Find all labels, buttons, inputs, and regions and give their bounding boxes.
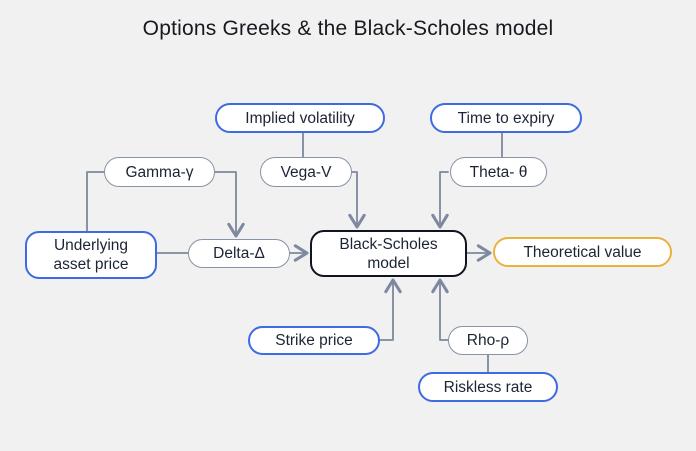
edge-gamma-delta	[214, 171, 245, 238]
node-theoretical-value-label: Theoretical value	[523, 243, 642, 261]
node-underlying-asset-price-label: Underlying asset price	[53, 237, 129, 273]
node-underlying-asset-price: Underlying asset price	[25, 231, 157, 279]
node-riskless-rate-label: Riskless rate	[443, 378, 533, 396]
node-delta-label: Delta-Δ	[213, 245, 265, 262]
edge-strike-price-black-scholes	[376, 278, 402, 341]
node-vega: Vega-V	[260, 157, 352, 187]
node-theta-label: Theta- θ	[469, 163, 528, 181]
edge-theta-black-scholes	[431, 171, 449, 229]
node-gamma-label: Gamma-γ	[125, 163, 194, 181]
node-rho-label: Rho-ρ	[466, 332, 510, 349]
node-vega-label: Vega-V	[280, 163, 332, 181]
node-theta: Theta- θ	[450, 157, 547, 187]
node-strike-price: Strike price	[248, 326, 380, 355]
node-riskless-rate: Riskless rate	[418, 372, 558, 402]
node-gamma: Gamma-γ	[104, 157, 215, 187]
node-black-scholes-model: Black-Scholes model	[310, 230, 467, 277]
node-implied-volatility: Implied volatility	[215, 103, 385, 133]
node-implied-volatility-label: Implied volatility	[245, 109, 355, 127]
diagram-title: Options Greeks & the Black-Scholes model	[142, 17, 554, 40]
node-time-to-expiry-label: Time to expiry	[457, 109, 555, 127]
node-delta: Delta-Δ	[188, 239, 290, 268]
node-time-to-expiry: Time to expiry	[430, 103, 582, 133]
node-rho: Rho-ρ	[448, 326, 528, 355]
edge-gamma-underlying	[86, 171, 105, 232]
node-strike-price-label: Strike price	[275, 332, 353, 349]
node-black-scholes-model-label: Black-Scholes model	[339, 235, 438, 272]
node-theoretical-value: Theoretical value	[493, 237, 672, 267]
